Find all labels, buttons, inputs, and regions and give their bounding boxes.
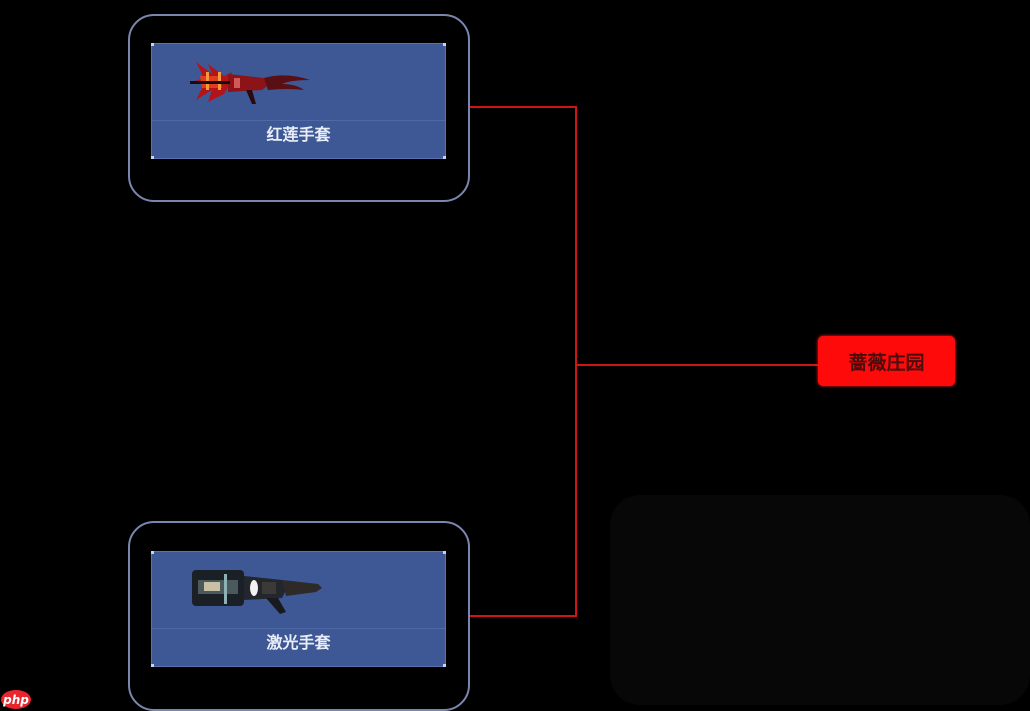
corner-handle — [151, 43, 154, 46]
corner-handle — [443, 43, 446, 46]
corner-handle — [443, 664, 446, 667]
watermark-text: php — [3, 692, 29, 707]
connector-to-target — [575, 364, 819, 366]
source-node-card-top[interactable]: 红莲手套 — [151, 43, 446, 159]
connector-vertical-trunk — [575, 106, 577, 617]
background-shadow-shape — [610, 495, 1030, 705]
corner-handle — [151, 664, 154, 667]
laser-gauntlet-icon — [192, 570, 322, 614]
corner-handle — [443, 156, 446, 159]
source-node-card-bottom[interactable]: 激光手套 — [151, 551, 446, 667]
connector-top-horizontal — [470, 106, 577, 108]
red-gauntlet-icon — [190, 62, 310, 104]
connector-bottom-horizontal — [470, 615, 577, 617]
target-node[interactable]: 蔷薇庄园 — [818, 336, 955, 386]
corner-handle — [151, 156, 154, 159]
source-node-label: 红莲手套 — [266, 125, 331, 144]
corner-handle — [151, 551, 154, 554]
card-divider — [152, 628, 445, 629]
target-node-label: 蔷薇庄园 — [848, 351, 925, 374]
card-divider — [152, 120, 445, 121]
corner-handle — [443, 551, 446, 554]
source-node-label: 激光手套 — [266, 633, 331, 652]
php-watermark-logo: php — [1, 690, 31, 709]
